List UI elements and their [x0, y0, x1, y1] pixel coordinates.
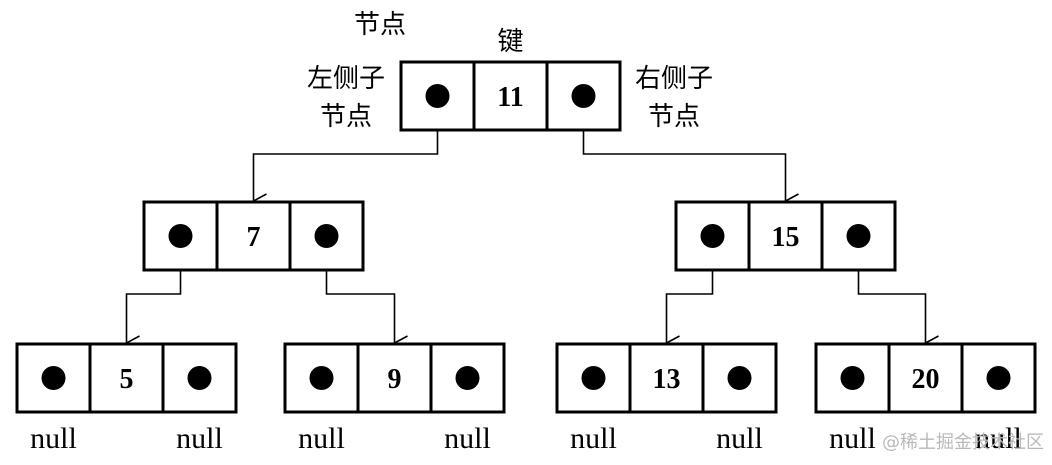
tree-node-15: 15 — [674, 200, 897, 272]
node-key: 5 — [120, 364, 134, 395]
annotation-key: 键 — [497, 27, 523, 57]
annotation-node: 节点 — [354, 10, 406, 40]
tree-node-9: 9 null null — [283, 342, 506, 455]
null-label: null — [829, 422, 876, 455]
tree-node-7: 7 — [142, 200, 365, 272]
tree-node-13: 13 null null — [555, 342, 778, 455]
node-key: 13 — [653, 364, 681, 395]
null-label: null — [176, 422, 223, 455]
tree-node-20: 20 null null — [814, 342, 1037, 455]
right-pointer-dot — [455, 366, 480, 390]
right-pointer-dot — [846, 224, 871, 248]
right-pointer-dot — [314, 224, 339, 248]
node-key: 20 — [912, 364, 940, 395]
left-pointer-dot — [700, 224, 725, 248]
right-pointer-dot — [986, 366, 1011, 390]
right-pointer-dot — [727, 366, 752, 390]
node-key: 9 — [388, 364, 402, 395]
null-label: null — [298, 422, 345, 455]
right-pointer-dot — [187, 366, 212, 390]
left-pointer-dot — [425, 84, 450, 108]
nodes-layer: 11 7 15 5 null null 9 null null 13 null null 20 null n… — [15, 60, 1037, 455]
tree-node-5: 5 null null — [15, 342, 238, 455]
annotation-left-child: 节点 — [320, 102, 372, 132]
left-pointer-dot — [309, 366, 334, 390]
right-pointer-dot — [571, 84, 596, 108]
annotation-right-child: 节点 — [648, 102, 700, 132]
null-label: null — [716, 422, 763, 455]
node-key: 7 — [247, 222, 261, 253]
node-key: 15 — [772, 222, 800, 253]
left-pointer-dot — [840, 366, 865, 390]
left-pointer-dot — [41, 366, 66, 390]
null-label: null — [444, 422, 491, 455]
annotation-right-child: 右侧子 — [635, 64, 713, 94]
left-pointer-dot — [168, 224, 193, 248]
node-key: 11 — [497, 82, 523, 113]
tree-node-11: 11 — [399, 60, 622, 132]
annotation-left-child: 左侧子 — [307, 64, 385, 94]
null-label: null — [975, 422, 1022, 455]
null-label: null — [30, 422, 77, 455]
watermark: @稀土掘金技术社区 — [882, 432, 1044, 453]
left-pointer-dot — [581, 366, 606, 390]
null-label: null — [570, 422, 617, 455]
